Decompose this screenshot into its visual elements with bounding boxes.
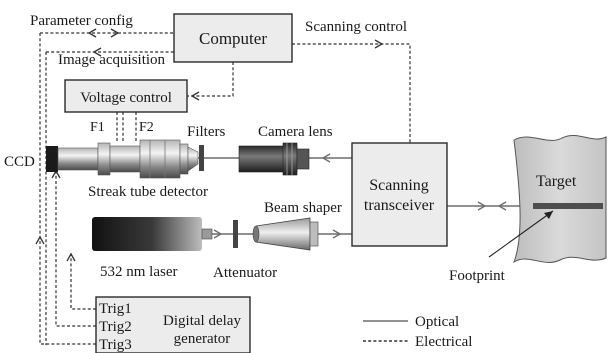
legend-optical-label: Optical <box>415 314 459 330</box>
arrow-left-parameter <box>87 28 97 38</box>
target <box>513 134 607 264</box>
voltage-control-label: Voltage control <box>80 90 172 106</box>
streak-tube-detector <box>46 139 199 179</box>
trig2-line <box>55 166 96 327</box>
image-acquisition-label: Image acquisition <box>58 52 166 68</box>
arrow-optical-right-b <box>332 229 342 239</box>
scanning-transceiver-label-2: transceiver <box>364 197 435 214</box>
electrical-arrows <box>35 28 384 262</box>
parameter-config-label: Parameter config <box>30 13 133 29</box>
scanning-control-line <box>292 43 411 143</box>
attenuator-label: Attenuator <box>213 265 277 281</box>
arrow-right-parameter <box>110 28 120 38</box>
ccd-label: CCD <box>4 154 35 170</box>
arrow-up-trig1 <box>66 252 76 262</box>
filter-plate <box>199 145 204 171</box>
voltage-control-box <box>64 79 188 113</box>
digital-delay-generator-label-1: Digital delay <box>163 313 241 329</box>
beam-shaper-label: Beam shaper <box>264 200 342 216</box>
digital-delay-generator-label-2: generator <box>174 331 231 347</box>
arrow-optical-left <box>321 153 331 163</box>
laser <box>92 217 213 251</box>
arrow-up-left-bus <box>35 235 45 245</box>
footprint-arrowhead <box>544 211 553 219</box>
laser-body <box>92 217 202 251</box>
trig1-line <box>70 251 96 310</box>
camera-lens-label: Camera lens <box>258 124 333 140</box>
beam-shaper <box>252 217 319 251</box>
arrow-target-out <box>477 201 487 211</box>
electrical-connections <box>39 32 411 345</box>
computer-box <box>173 13 293 63</box>
scanning-transceiver-box <box>351 142 448 247</box>
scanning-transceiver-label-1: Scanning <box>369 177 429 194</box>
footprint-pointer <box>488 210 554 258</box>
arrow-optical-right-a <box>213 229 223 239</box>
footprint-label: Footprint <box>449 268 506 284</box>
target-surface <box>513 134 607 264</box>
scanning-control-label: Scanning control <box>305 19 407 35</box>
f2-label: F2 <box>139 120 154 135</box>
trig2-label: Trig2 <box>99 319 132 335</box>
trig1-label: Trig1 <box>99 301 132 317</box>
laser-aperture <box>201 228 213 240</box>
optical-arrows <box>213 153 507 239</box>
attenuator-plate <box>233 220 238 248</box>
legend: Optical Electrical <box>363 314 472 350</box>
arrow-left-image <box>92 47 102 57</box>
arrow-right-scanning <box>374 39 384 49</box>
digital-delay-generator-box <box>95 296 251 353</box>
camera-lens <box>238 142 310 176</box>
target-label: Target <box>536 173 577 190</box>
target-footprint-band <box>533 203 603 209</box>
f1-label: F1 <box>90 120 105 135</box>
streak-tube-detector-label: Streak tube detector <box>88 184 208 200</box>
computer-label: Computer <box>199 29 267 48</box>
filters-label: Filters <box>187 124 225 140</box>
ccd-sensor <box>46 146 58 172</box>
arrow-left-voltage <box>190 91 200 101</box>
laser-label: 532 nm laser <box>100 264 177 280</box>
computer-to-voltage-line <box>187 62 234 97</box>
arrow-target-in <box>497 201 507 211</box>
legend-electrical-label: Electrical <box>415 334 472 350</box>
trig3-label: Trig3 <box>99 337 132 353</box>
